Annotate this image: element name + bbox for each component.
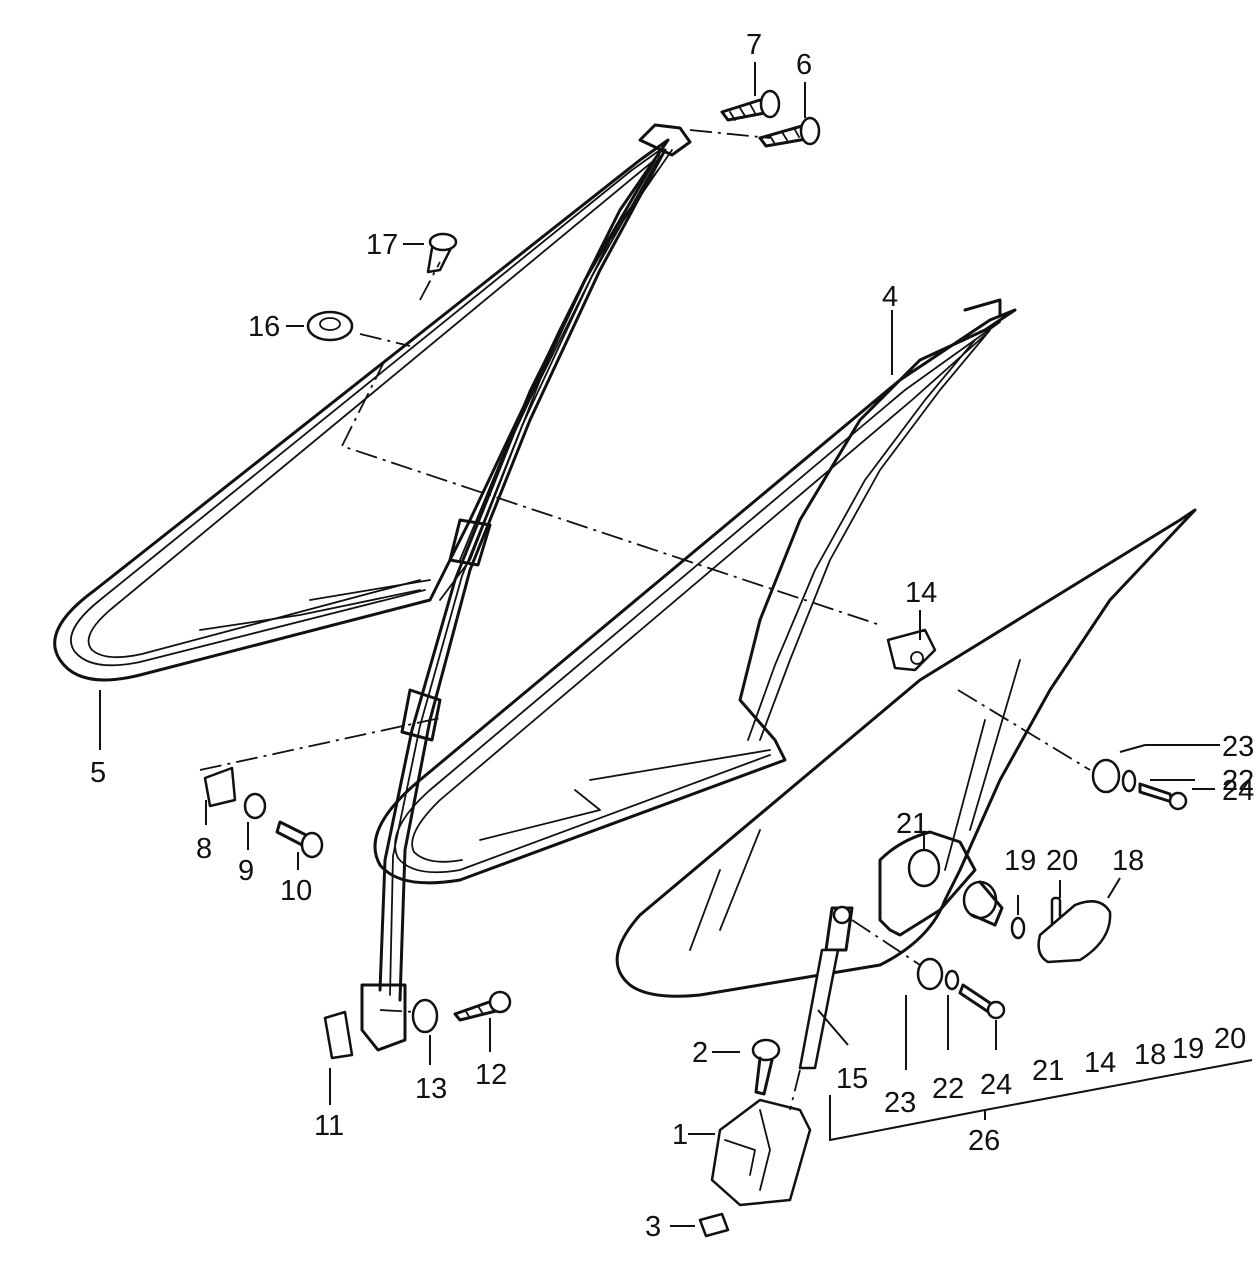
- washer-13: [411, 998, 439, 1034]
- callout-23: 23: [1222, 731, 1254, 763]
- washer-22-upper: [1121, 769, 1137, 793]
- leader-lines: [99, 62, 1253, 1227]
- callout-23-lower: 23: [884, 1087, 916, 1119]
- callout-12: 12: [475, 1059, 507, 1091]
- callout-24: 24: [1222, 775, 1254, 807]
- callout-9: 9: [238, 855, 254, 887]
- callout-6: 6: [796, 49, 812, 81]
- strut-15: [798, 905, 854, 1070]
- callout-22-lower: 22: [932, 1073, 964, 1105]
- nut-3: [698, 1212, 730, 1238]
- callout-5: 5: [90, 757, 106, 789]
- screw-2: [751, 1038, 781, 1096]
- callout-3: 3: [645, 1211, 661, 1243]
- bushing-23-upper: [1091, 758, 1121, 794]
- hinge-1: [710, 1098, 812, 1207]
- callout-10: 10: [280, 875, 312, 907]
- callout-19: 19: [1004, 845, 1036, 877]
- bushing-21: [907, 848, 941, 888]
- callout-22: 22: [1222, 765, 1254, 797]
- pin-17: [426, 232, 458, 274]
- bracket-14: [886, 628, 937, 672]
- bolt-10: [275, 820, 324, 859]
- callout-7: 7: [746, 29, 762, 61]
- callout-4: 4: [882, 281, 898, 313]
- callout-8: 8: [196, 833, 212, 865]
- kit-item-21: 21: [1032, 1055, 1064, 1087]
- window-frame-4: [373, 298, 1017, 885]
- callout-17: 17: [366, 229, 398, 261]
- screw-6: [758, 116, 821, 148]
- kit-item-20: 20: [1214, 1023, 1246, 1055]
- callout-26: 26: [968, 1125, 1000, 1157]
- screw-12: [453, 990, 512, 1022]
- callout-labels: 1 2 3 4 5 6 7 8 9 10 11 12 13 14 15 16 1…: [90, 29, 1254, 1243]
- callout-14: 14: [905, 577, 937, 609]
- kit-item-14: 14: [1084, 1047, 1116, 1079]
- callout-21: 21: [896, 808, 928, 840]
- callout-1: 1: [672, 1119, 688, 1151]
- bolt-24-lower: [958, 983, 1006, 1020]
- callout-24-lower: 24: [980, 1069, 1012, 1101]
- callout-18: 18: [1112, 845, 1144, 877]
- clip-8: [203, 766, 237, 808]
- pivot-spring: [962, 880, 1004, 927]
- callout-2: 2: [692, 1037, 708, 1069]
- callout-11: 11: [314, 1110, 344, 1142]
- door-post-channel: [360, 148, 667, 1052]
- callout-15: 15: [836, 1063, 868, 1095]
- assembly-lines: [199, 129, 1091, 1111]
- bolt-24-upper: [1138, 782, 1188, 811]
- washer-9: [243, 792, 267, 820]
- knob-18: [1037, 900, 1112, 964]
- kit-item-19: 19: [1172, 1033, 1204, 1065]
- window-frame-seal: [53, 123, 692, 682]
- clip-11: [323, 1010, 354, 1060]
- screw-7: [720, 89, 781, 122]
- ring-19: [1010, 916, 1026, 940]
- washer-22-lower: [944, 969, 960, 991]
- bushing-23-lower: [916, 957, 944, 991]
- callout-13: 13: [415, 1073, 447, 1105]
- callout-16: 16: [248, 311, 280, 343]
- grommet-16: [306, 310, 354, 342]
- kit-item-18: 18: [1134, 1039, 1166, 1071]
- callout-20: 20: [1046, 845, 1078, 877]
- pivot-plate: [878, 830, 977, 937]
